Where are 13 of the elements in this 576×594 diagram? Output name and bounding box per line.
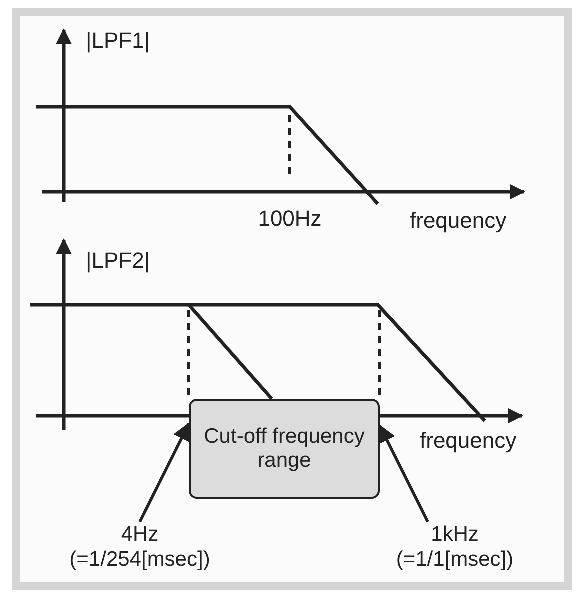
box-label: Cut-off frequency range: [203, 424, 366, 474]
frequency-value: 4Hz: [121, 522, 159, 548]
axis-title: |LPF2|: [86, 248, 152, 274]
tick-label: 100Hz: [257, 206, 323, 232]
period-value: (=1/254[msec]): [70, 547, 210, 572]
arrow: [378, 424, 430, 523]
arrow: [138, 422, 190, 523]
range-box: [189, 399, 380, 499]
period-value: (=1/1[msec]): [396, 547, 514, 572]
axis-title: |LPF1|: [86, 28, 152, 54]
axis-label: frequency: [420, 428, 518, 454]
frequency-value: 1kHz: [431, 522, 479, 548]
axis-label: frequency: [410, 208, 508, 234]
